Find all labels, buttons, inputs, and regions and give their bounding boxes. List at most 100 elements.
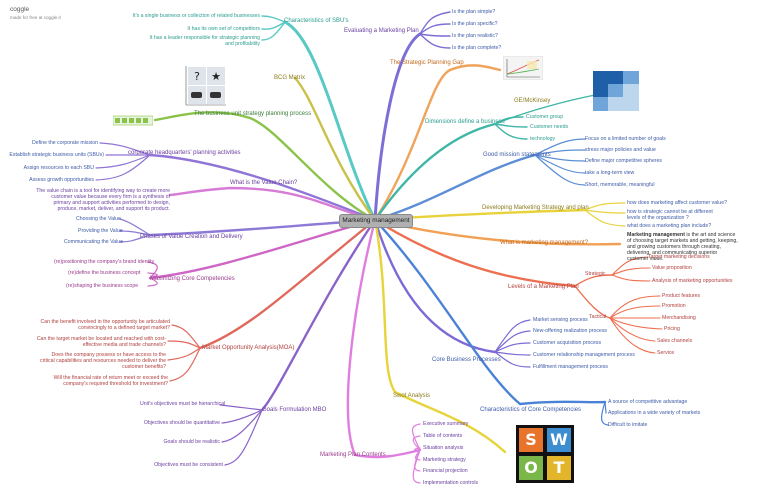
goal-item: Objectives must be consistent (154, 462, 223, 468)
sbu-item: It has a leader responsible for strategi… (149, 35, 260, 47)
goal-item: Objectives should be quantitative (143, 420, 220, 426)
dev-strategy-branch-title[interactable]: Developing Marketing Strategy and plan (482, 205, 589, 211)
brand-logo[interactable]: coggle (10, 6, 30, 13)
core-process-item: Fulfillment management process (533, 364, 608, 370)
evaluating-item: Is the plan specific? (452, 21, 498, 27)
mm-definition-term: Marketing management (627, 232, 685, 238)
swot-threats-tile: T (547, 456, 571, 480)
goal-item: Goals should be realistic (163, 439, 220, 445)
mm-definition-text: is the art and science of choosing targe… (627, 232, 738, 262)
mission-item: Short, memorable, meaningful (585, 182, 655, 188)
moa-item: Does the company possess or have access … (39, 352, 166, 370)
mm-definition: Marketing management is the art and scie… (627, 232, 739, 262)
core-characteristic-item: Applications in a wide variety of market… (608, 410, 701, 416)
sbu-item: It has its own set of competitors (187, 26, 260, 32)
evaluating-item: Is the plan realistic? (452, 33, 498, 39)
bcg-matrix-image: ? ★ (184, 64, 228, 108)
core-process-item: New-offering realization process (533, 328, 608, 334)
core-characteristic-item: Difficult to imitate (608, 422, 648, 428)
mission-branch-title[interactable]: Good mission statements (483, 152, 551, 158)
brand-tagline: made for free at coggle.it (10, 15, 61, 20)
plan-contents-item: Marketing strategy (423, 457, 466, 463)
dev-strategy-item: how does marketing affect customer value… (627, 200, 727, 206)
planning-gap-branch-title[interactable]: The Strategic Planning Gap (390, 60, 464, 66)
mission-item: stress major policies and value (585, 147, 656, 153)
sbu-item: It's a single business or collection of … (132, 13, 260, 19)
phase-item: Choosing the Value (76, 216, 121, 222)
tactical-item: Promotion (662, 303, 686, 309)
plan-contents-item: Executive summary (423, 421, 469, 427)
phase-item: Communicating the Value (64, 239, 124, 245)
level-tactical: Tactical (589, 314, 607, 320)
dimension-item: technology (530, 136, 556, 142)
phases-branch-title[interactable]: Phases of Value Creation and Delivery (140, 234, 243, 240)
plan-contents-branch-title[interactable]: Marketing Plan Contents (320, 452, 386, 458)
dimension-item: Customer group (526, 114, 564, 120)
core-characteristics-branch-title[interactable]: Characteristics of Core Competencies (480, 407, 582, 413)
tactical-item: Sales channels (657, 338, 693, 344)
tactical-item: Merchandising (662, 315, 696, 321)
plan-contents-item: Situation analysis (423, 445, 464, 451)
goals-branch-title[interactable]: Goals Formulation MBO (262, 407, 327, 413)
moa-branch-title[interactable]: Market Opportunity Analysis(MOA) (202, 345, 295, 351)
planning-gap-graph-image (503, 56, 543, 80)
goal-item: Unit's objectives must be hierarchical (140, 401, 226, 407)
tactical-item: Service (657, 350, 675, 356)
bcg-branch-title[interactable]: BCG Matrix (274, 75, 306, 81)
ge-mckinsey-branch-title[interactable]: GE/McKinsey (514, 98, 551, 104)
core-process-item: Customer acquisition process (533, 340, 602, 346)
svg-text:★: ★ (211, 70, 221, 83)
moa-item: Can the target market be located and rea… (36, 336, 166, 348)
plan-contents-item: Table of contents (423, 433, 463, 439)
evaluating-branch-title[interactable]: Evaluating a Marketing Plan (344, 28, 419, 34)
level-strategic: Strategic (585, 271, 606, 277)
dev-strategy-item: what does a marketing plan include? (627, 223, 712, 229)
bu-planning-branch-title[interactable]: The business unit strategy planning proc… (194, 111, 312, 117)
strategic-item: Value proposition (652, 265, 692, 271)
max-competencies-branch-title[interactable]: Maximizing Core Competencies (150, 276, 235, 282)
swot-weaknesses-tile: W (547, 428, 571, 452)
swot-opportunities-tile: O (519, 456, 543, 480)
core-process-item: Customer relationship management process (533, 352, 635, 358)
core-characteristic-item: A source of competitive advantage (608, 399, 688, 405)
hq-planning-branch-title[interactable]: corporate headquarters' planning activit… (128, 150, 241, 156)
core-process-item: Market sensing process (533, 317, 588, 323)
swot-branch-title[interactable]: Swot Analysis (393, 393, 431, 399)
core-processes-branch-title[interactable]: Core Business Processes (432, 357, 501, 363)
tactical-item: Pricing (664, 326, 680, 332)
plan-contents-item: Financial projection (423, 468, 468, 474)
moa-item: Can the benefit involved in the opportun… (40, 319, 171, 331)
strategic-item: Target marketing decisions (648, 254, 710, 260)
swot-image: S W O T (516, 425, 574, 483)
value-chain-description: The value chain is a tool for identifyin… (36, 188, 170, 212)
dimensions-branch-title[interactable]: Dimensions define a business (425, 119, 505, 125)
max-competencies-item: (re)shaping the business scope (66, 283, 139, 289)
swot-strengths-tile: S (519, 428, 543, 452)
hq-item: Assign resources to each SBU (23, 165, 94, 171)
sbu-branch-title[interactable]: Characteristics of SBU's (284, 18, 349, 24)
max-competencies-item: (re)define the business concept (68, 270, 141, 276)
strategic-item: Analysis of marketing opportunities (652, 278, 733, 284)
dimension-item: Customer needs (530, 124, 569, 130)
plan-contents-item: Implementation controls (423, 480, 479, 486)
moa-item: Will the financial rate of return meet o… (53, 375, 168, 387)
levels-branch-title[interactable]: Levels of a Marketing Plan (508, 284, 579, 290)
value-chain-branch-title[interactable]: What is the Value Chain? (230, 180, 298, 186)
tactical-item: Product features (662, 293, 701, 299)
svg-text:?: ? (194, 70, 200, 83)
hq-item: Establish strategic business units (SBUs… (9, 152, 104, 158)
mission-item: take a long-term view (585, 170, 635, 176)
phase-item: Providing the Value (78, 228, 123, 234)
evaluating-item: Is the plan complete? (452, 45, 502, 51)
ge-mckinsey-matrix-image (593, 71, 639, 111)
central-node[interactable]: Marketing management (339, 214, 413, 228)
mission-item: Focus on a limited number of goals (585, 136, 666, 142)
what-is-mm-branch-title[interactable]: What is marketing management? (500, 240, 589, 246)
mission-item: Define major competitive spheres (585, 158, 662, 164)
bu-planning-process-image (113, 115, 153, 126)
hq-item: Assess growth opportunities (29, 177, 94, 183)
max-competencies-item: (re)positioning the company's brand iden… (54, 259, 155, 265)
hq-item: Define the corporate mission (31, 140, 98, 146)
